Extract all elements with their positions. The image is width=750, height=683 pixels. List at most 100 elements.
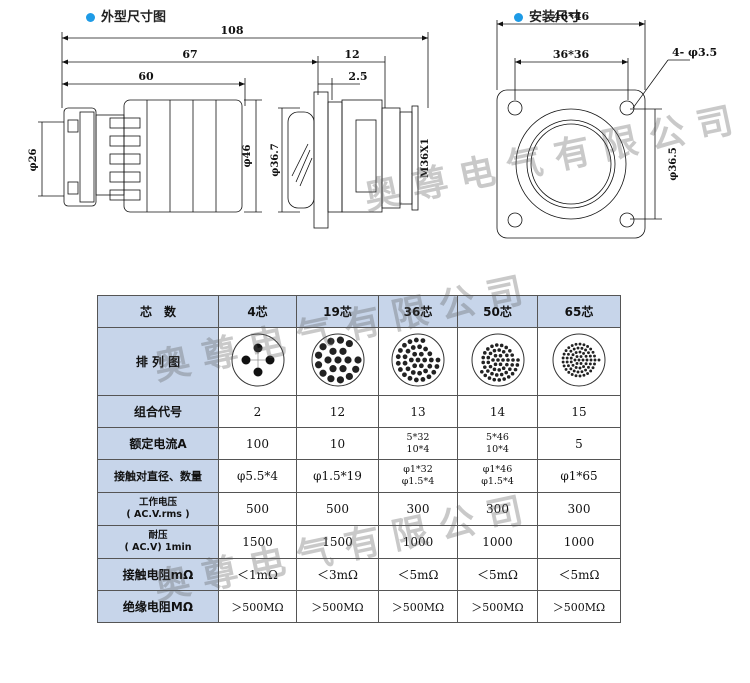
pin-layout-36-icon: [391, 333, 445, 386]
table-cell: ＜1mΩ: [218, 558, 297, 591]
table-cell: 10: [296, 427, 379, 460]
pin-dot: [577, 358, 581, 361]
pin-dot: [345, 372, 353, 380]
pin-dot: [510, 371, 514, 375]
pin-dot: [562, 363, 566, 367]
pin-layout-cell: [537, 327, 621, 396]
pin-dot: [589, 347, 593, 350]
pin-dot: [420, 376, 426, 382]
pin-dot: [579, 354, 583, 358]
dim-thread: M36X1: [420, 138, 431, 178]
pin-dot: [582, 351, 585, 355]
pin-dot: [407, 375, 413, 381]
pin-dot: [479, 369, 484, 374]
pin-dot: [395, 353, 401, 359]
table-cell: ＜3mΩ: [296, 558, 379, 591]
install-title-text: 安装尺寸: [529, 10, 582, 25]
pin-dot: [588, 354, 592, 358]
pin-dot: [488, 351, 492, 355]
pin-dot: [333, 355, 342, 364]
pin-dot: [323, 355, 332, 364]
pin-dot: [587, 365, 590, 369]
pin-dot: [501, 349, 505, 354]
pin-dot: [492, 348, 496, 352]
pin-dot: [593, 362, 596, 365]
outline-title: 外型尺寸图: [86, 6, 166, 25]
table-cell: ＞500MΩ: [378, 590, 458, 623]
bullet-icon: [514, 13, 523, 22]
pin-dot: [573, 358, 577, 361]
pin-dot: [489, 371, 494, 376]
table-cell: 500: [218, 492, 297, 526]
pin-dot: [427, 350, 433, 356]
pin-dot: [584, 368, 588, 371]
table-cell: ＜5mΩ: [537, 558, 621, 591]
table-cell: ＞500MΩ: [537, 590, 621, 623]
pin-dot: [515, 362, 519, 367]
pin-dot: [501, 376, 506, 381]
pin-dot: [415, 357, 421, 362]
table-cell: 300: [537, 492, 621, 526]
pin-dot: [494, 342, 499, 347]
pin-dot: [418, 362, 424, 368]
pin-dot: [314, 351, 322, 359]
pin-dot: [489, 343, 494, 348]
pin-dot: [318, 369, 327, 377]
pin-dot: [253, 367, 262, 376]
pin-dot: [581, 358, 585, 361]
table-cell: φ1*65: [537, 459, 621, 493]
pin-dot: [569, 349, 573, 353]
pin-dot: [494, 372, 499, 377]
pin-dot: [564, 348, 568, 352]
pin-dot: [336, 375, 344, 383]
pin-dot: [328, 364, 337, 372]
table-cell: φ5.5*4: [218, 459, 297, 493]
pin-dot: [569, 366, 573, 370]
pin-dot: [567, 352, 570, 356]
table-row: 绝缘电阻MΩ ＞500MΩ ＞500MΩ ＞500MΩ ＞500MΩ ＞500M…: [97, 590, 621, 623]
pin-dot: [417, 343, 423, 349]
pin-dot: [585, 358, 589, 361]
dim-phi46: φ46: [242, 144, 253, 167]
pin-dot: [480, 360, 485, 364]
pin-dot: [413, 337, 419, 342]
pin-dot: [579, 361, 583, 365]
pin-dot: [241, 355, 250, 364]
pin-dot: [567, 363, 570, 367]
dim-46x46: 46*46: [553, 10, 590, 23]
pin-dot: [574, 350, 578, 354]
pin-dot: [482, 364, 487, 369]
pin-dot: [496, 347, 501, 352]
pin-outline: [311, 333, 364, 386]
pin-dot: [584, 354, 588, 358]
pin-layout-cell: [457, 327, 538, 396]
pin-dot: [589, 369, 593, 372]
pin-dot: [597, 358, 601, 361]
pin-dot: [326, 337, 335, 345]
spec-table: 芯 数 4芯 19芯 36芯 50芯 65芯 排 列 图 组合代号 2 12 1…: [97, 295, 621, 623]
pin-dot: [564, 367, 568, 371]
pin-dot: [498, 353, 502, 357]
pin-dot: [491, 377, 496, 381]
pin-dot: [487, 375, 491, 380]
pin-dot: [265, 355, 274, 364]
pin-dot: [253, 343, 262, 352]
pin-dot: [410, 344, 416, 350]
pin-dot: [412, 351, 418, 357]
pin-dot: [345, 339, 353, 347]
pin-dot: [328, 347, 337, 355]
row-label: 接触对直径、数量: [97, 459, 219, 493]
pin-dot: [571, 363, 575, 367]
dim-67: 67: [182, 48, 197, 61]
pin-dot: [582, 364, 585, 368]
pin-dot: [499, 343, 503, 347]
pin-dot: [572, 369, 576, 372]
row-label: 接触电阻mΩ: [97, 558, 219, 591]
pin-dot: [507, 366, 512, 371]
pin-outline: [552, 333, 606, 386]
pin-dot: [402, 360, 408, 366]
header-cell: 4芯: [218, 295, 297, 328]
pin-dot: [571, 352, 575, 356]
table-header-row: 芯 数 4芯 19芯 36芯 50芯 65芯: [97, 295, 621, 328]
